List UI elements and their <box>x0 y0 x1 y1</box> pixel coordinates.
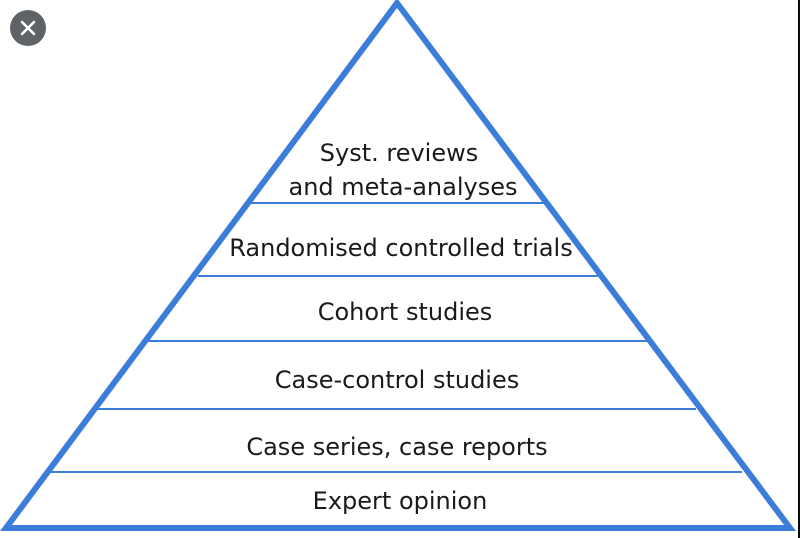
tier-label-expert-opinion: Expert opinion <box>313 487 488 515</box>
window-edge <box>798 0 800 538</box>
tier-label-case-control-studies: Case-control studies <box>275 366 520 394</box>
tier-label-randomised-controlled-trials: Randomised controlled trials <box>229 234 572 262</box>
close-icon <box>20 20 36 36</box>
tier-label-systematic-reviews-line2: and meta-analyses <box>289 173 518 201</box>
tier-label-systematic-reviews-line1: Syst. reviews <box>320 139 478 167</box>
tier-label-cohort-studies: Cohort studies <box>318 298 493 326</box>
tier-label-case-series-reports: Case series, case reports <box>246 433 547 461</box>
close-button[interactable] <box>10 10 46 46</box>
